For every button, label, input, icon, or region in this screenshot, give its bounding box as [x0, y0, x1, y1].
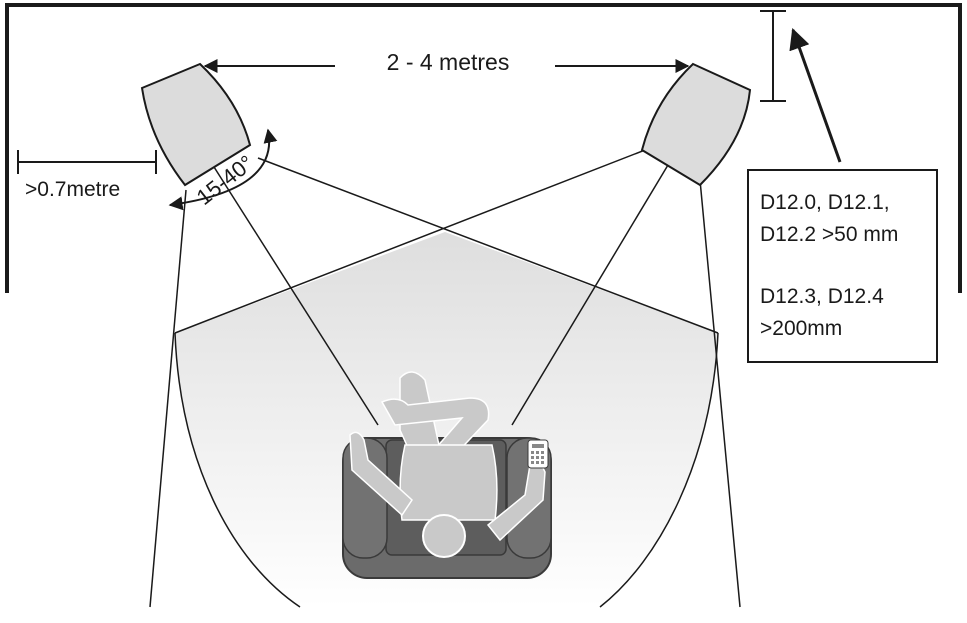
wall-distance-marker	[17, 150, 157, 174]
remote-control-icon	[527, 439, 549, 469]
right-speaker-axis	[511, 164, 669, 426]
wall-distance-label: >0.7metre	[25, 178, 120, 201]
room-wall	[5, 3, 962, 293]
note-line-2: D12.2 >50 mm	[760, 223, 898, 246]
toe-in-angle-arc	[168, 128, 278, 211]
note-box	[747, 169, 938, 363]
dispersion-lines	[149, 149, 741, 608]
note-pointer-arrow	[789, 28, 842, 163]
listener-person-icon	[349, 371, 546, 558]
listening-zone-curve-left	[174, 332, 301, 608]
note-line-3: D12.3, D12.4	[760, 285, 884, 308]
right-speaker-icon	[640, 62, 752, 187]
speaker-spacing-label: 2 - 4 metres	[387, 49, 510, 75]
listening-zone-curve-right	[599, 332, 719, 608]
note-line-1: D12.0, D12.1,	[760, 191, 890, 214]
height-marker	[760, 10, 786, 102]
note-line-4: >200mm	[760, 317, 842, 340]
